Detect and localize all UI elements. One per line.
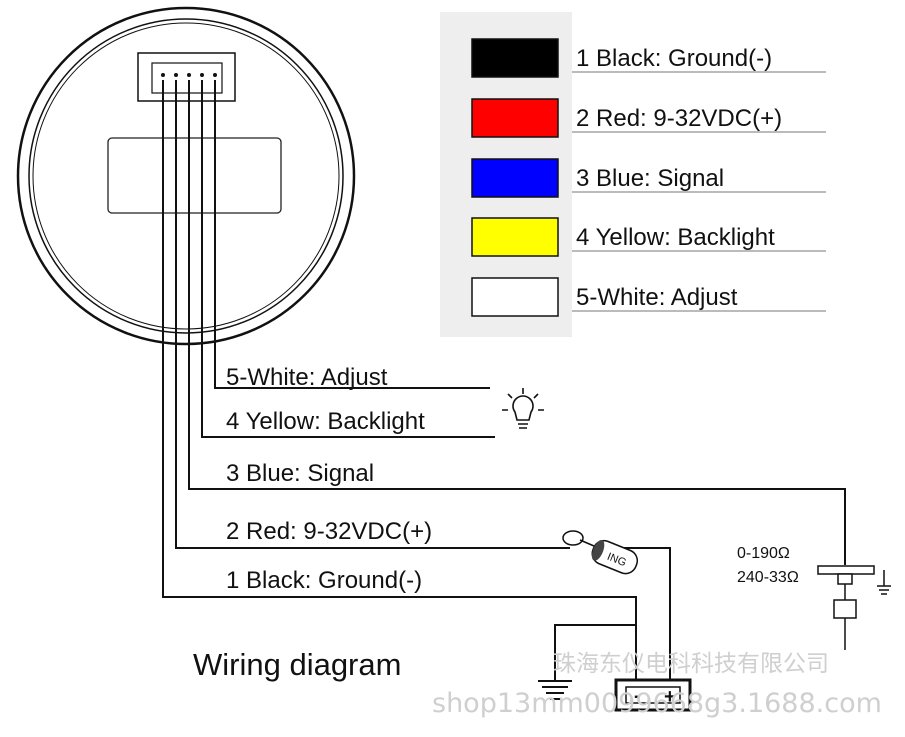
wire-red: [175, 80, 570, 549]
legend-swatch: [471, 217, 559, 257]
wire-black: [162, 80, 637, 680]
legend-label: 2 Red: 9-32VDC(+): [576, 105, 782, 132]
watermark-company: 珠海东仪电科科技有限公司: [553, 651, 829, 677]
gauge-connector: [137, 52, 236, 102]
legend-label: 3 Blue: Signal: [576, 165, 724, 192]
wire-label-blue: 3 Blue: Signal: [226, 460, 374, 487]
legend-label: 5-White: Adjust: [576, 284, 738, 311]
legend-swatch: [471, 38, 559, 78]
wire-blue: [188, 80, 846, 565]
watermark-shop: shop13mm0099668g3.1688.com: [432, 688, 882, 719]
wire-ground: [554, 624, 636, 680]
wire-label-white: 5-White: Adjust: [226, 364, 388, 391]
gauge: [16, 6, 356, 346]
ground-icon: [538, 680, 572, 700]
light-bulb-icon: [502, 388, 544, 429]
legend-label: 1 Black: Ground(-): [576, 45, 772, 72]
legend-swatch: [471, 158, 559, 198]
wire-red-to-battery: [620, 547, 671, 680]
wire-yellow: [201, 80, 495, 438]
float-sensor-icon: [817, 565, 891, 650]
color-legend: 1 Black: Ground(-) 2 Red: 9-32VDC(+) 3 Blu…: [440, 12, 826, 337]
gauge-display: [107, 137, 282, 214]
diagram-title: Wiring diagram: [193, 647, 401, 682]
wire-label-yellow: 4 Yellow: Backlight: [226, 408, 425, 435]
wire-label-black: 1 Black: Ground(-): [226, 567, 422, 594]
sensor-range-2: 240-33Ω: [737, 569, 799, 586]
battery-icon: - +: [614, 678, 692, 712]
wire-white: [214, 80, 490, 389]
wire-label-red: 2 Red: 9-32VDC(+): [226, 518, 432, 545]
legend-label: 4 Yellow: Backlight: [576, 224, 775, 251]
legend-swatch: [471, 277, 559, 317]
legend-swatch: [471, 98, 559, 138]
ignition-key-icon: ING: [562, 530, 639, 575]
battery-minus: -: [634, 685, 641, 707]
battery-plus: +: [664, 686, 676, 708]
sensor-range-1: 0-190Ω: [737, 545, 790, 562]
wires: [162, 80, 846, 680]
